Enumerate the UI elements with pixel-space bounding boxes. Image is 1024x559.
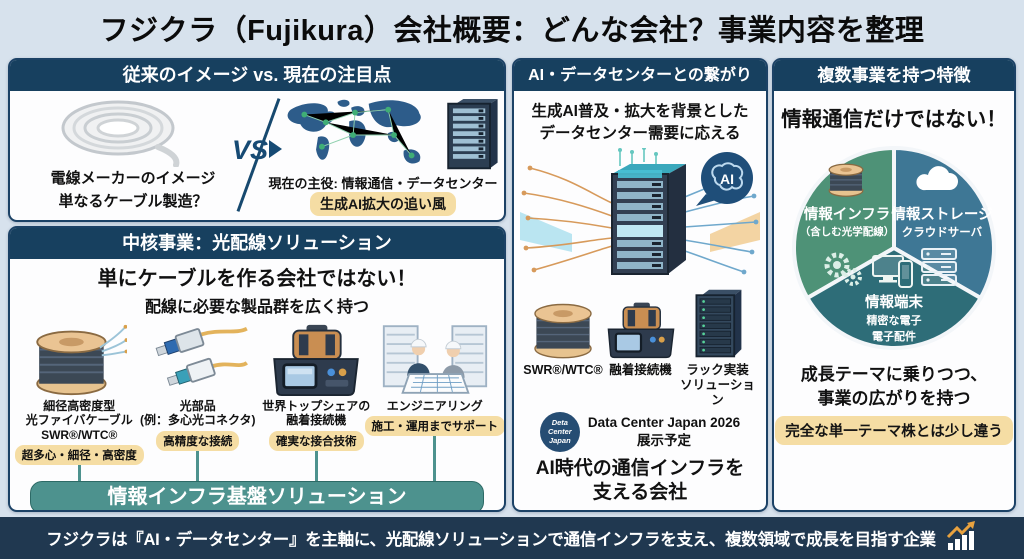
- pie-green-label-block: 情報インフラ （含しむ光学配線）: [789, 203, 905, 239]
- world-map-icon: [278, 96, 436, 179]
- server-tower-icon: [442, 98, 500, 179]
- pie-green-label: 情報インフラ: [803, 207, 891, 223]
- cable-coil-icon: [38, 95, 198, 172]
- spool-mini-icon: [825, 159, 867, 204]
- product-caption: 細径高密度型 光ファイバケーブル SWR®/WTC®: [25, 399, 133, 442]
- connector-line: [196, 450, 200, 481]
- ai-product-caption: ラック実装 ソリューション: [680, 362, 755, 407]
- ai-server-icon: AI: [514, 147, 766, 286]
- fusion-splicer-icon: [267, 321, 365, 397]
- pie-blue-sub: クラウドサーバ: [901, 227, 983, 239]
- footer-bar: フジクラは『AI・データセンター』を主軸に、光配線ソリューションで通信インフラを…: [0, 517, 1024, 559]
- ai-products-row: SWR®/WTC® 融着接続機: [514, 288, 766, 408]
- panel-legacy-vs-now: 従来のイメージ vs. 現在の注目点 電線メーカーのイメージ 単なるケーブル製造…: [8, 58, 506, 222]
- core-subheadline: 配線に必要な製品群を広く持つ: [144, 299, 369, 316]
- growth-chart-icon: [946, 520, 978, 556]
- legacy-right-images: [278, 96, 500, 179]
- fiber-spool-icon: [528, 288, 598, 360]
- optical-connector-icon: [148, 321, 248, 397]
- panel-core-header: 中核事業：光配線ソリューション: [10, 228, 504, 259]
- multi-highlight: 完全な単一テーマ株とは少し違う: [775, 415, 1013, 445]
- pie-teal-label-block: 情報端末 精密な電子 電子配件: [829, 291, 959, 344]
- connector-line: [433, 436, 437, 481]
- core-footer-bar: 情報インフラ基盤ソリューション: [30, 481, 484, 510]
- multi-closing-statement: 成長テーマに乗りつつ、 事業の広がりを持つ: [800, 365, 988, 408]
- product-fusion-splicer: 世界トップシェアの 融着接続機 確実な接合技術: [257, 321, 376, 481]
- product-tag: 確実な接合技術: [269, 430, 364, 451]
- panel-legacy-body: 電線メーカーのイメージ 単なるケーブル製造？ VS: [10, 91, 504, 220]
- pie-blue-label: 情報ストレージ: [891, 207, 993, 223]
- legacy-highlight-row: 生成AI拡大の追い風: [262, 192, 504, 216]
- connector-line: [77, 465, 81, 481]
- product-caption: 光部品 (例：多心光コネクタ): [139, 399, 256, 428]
- legacy-left-caption-1: 電線メーカーのイメージ: [50, 170, 216, 187]
- ai-brain-icon: AI: [696, 151, 753, 206]
- vs-label: VS: [232, 135, 269, 165]
- core-headline: 単にケーブルを作る会社ではない！: [97, 268, 417, 290]
- legacy-right-caption: 現在の主役: 情報通信・データセンター: [268, 176, 498, 191]
- cloud-icon: [915, 161, 961, 198]
- ai-product-caption: 融着接続機: [609, 362, 672, 377]
- svg-text:AI: AI: [720, 171, 734, 187]
- fusion-splicer-icon: [604, 288, 678, 360]
- pie-green-sub: （含しむ光学配線）: [799, 226, 895, 238]
- vs-arrow-icon: [269, 139, 283, 158]
- ai-badge-row: Deta Center Japan Data Center Japan 2026…: [514, 411, 766, 452]
- panel-legacy-header: 従来のイメージ vs. 現在の注目点: [10, 60, 504, 91]
- connector-line: [314, 450, 318, 481]
- legacy-left-caption-2: 単なるケーブル製造？: [58, 193, 208, 211]
- pie-teal-label: 情報端末: [865, 295, 923, 311]
- product-tag: 超多心・細径・高密度: [14, 445, 144, 466]
- product-optical-parts: 光部品 (例：多心光コネクタ) 高精度な接続: [139, 321, 258, 481]
- vs-badge: VS: [232, 135, 283, 166]
- panel-ai-header: AI・データセンターとの繋がり: [514, 60, 766, 91]
- panel-multi-business: 複数事業を持つ特徴 情報通信だけではない！ 情報インフラ （含しむ: [772, 58, 1016, 512]
- product-engineering: エンジニアリング 施工・運用までサポート: [364, 321, 504, 481]
- gears-icon: [821, 249, 863, 294]
- pie-teal-sub: 精密な電子: [866, 315, 922, 327]
- ai-product-splicer: 融着接続機: [602, 288, 679, 408]
- ai-footer-statement: AI時代の通信インフラを 支える会社: [535, 457, 745, 503]
- server-stack-icon: [919, 247, 959, 294]
- pie-blue-label-block: 情報ストレージ クラウドサーバ: [885, 203, 999, 240]
- product-caption: 世界トップシェアの 融着接続機: [262, 399, 371, 428]
- ai-product-rack: ラック実装 ソリューション: [679, 288, 756, 408]
- footer-summary: フジクラは『AI・データセンター』を主軸に、光配線ソリューションで通信インフラを…: [46, 531, 936, 549]
- business-pie-chart: 情報インフラ （含しむ光学配線） 情報ストレージ クラウドサーバ: [787, 141, 1001, 355]
- ai-headline: 生成AI普及・拡大を背景とした データセンター需要に応える: [531, 103, 749, 143]
- ai-product-caption: SWR®/WTC®: [523, 362, 603, 377]
- data-center-japan-badge: Deta Center Japan: [539, 411, 580, 452]
- page-title: フジクラ（Fujikura）会社概要：どんな会社？事業内容を整理: [99, 15, 925, 47]
- devices-icon: [871, 253, 917, 296]
- multi-highlight-row: 完全な単一テーマ株とは少し違う: [774, 415, 1014, 445]
- legacy-left-caption: 電線メーカーのイメージ 単なるケーブル製造？: [14, 167, 252, 214]
- legacy-highlight: 生成AI拡大の追い風: [310, 192, 456, 216]
- core-products-row: 細径高密度型 光ファイバケーブル SWR®/WTC® 超多心・細径・高密度: [10, 317, 504, 481]
- ai-product-swr: SWR®/WTC®: [523, 288, 603, 408]
- panel-core-business: 中核事業：光配線ソリューション 単にケーブルを作る会社ではない！ 配線に必要な製…: [8, 226, 506, 512]
- product-tag: 施工・運用までサポート: [364, 416, 504, 437]
- fiber-spool-icon: [31, 321, 128, 397]
- product-tag: 高精度な接続: [156, 430, 240, 451]
- panel-multi-header: 複数事業を持つ特徴: [774, 60, 1014, 91]
- multi-headline: 情報通信だけではない！: [781, 108, 1007, 131]
- engineers-icon: [381, 321, 489, 397]
- data-center-japan-text: Data Center Japan 2026 展示予定: [587, 415, 741, 448]
- pie-teal-sub2: 電子配件: [872, 331, 916, 343]
- panel-ai-datacenter: AI・データセンターとの繋がり 生成AI普及・拡大を背景とした データセンター需…: [512, 58, 768, 512]
- product-caption: エンジニアリング: [386, 399, 483, 413]
- product-fiber-cable: 細径高密度型 光ファイバケーブル SWR®/WTC® 超多心・細径・高密度: [14, 321, 144, 481]
- server-rack-icon: [689, 288, 747, 360]
